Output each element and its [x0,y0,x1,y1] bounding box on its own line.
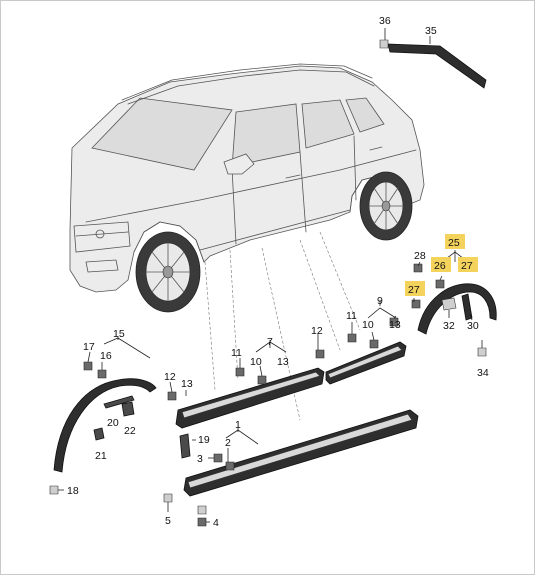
callout-7: 7 [267,336,273,348]
rear-wheel [359,171,413,241]
side-mirror [223,153,255,175]
callout-35: 35 [425,25,437,37]
callout-13: 13 [389,319,401,331]
callout-27: 27 [408,284,420,296]
screw-5 [163,493,173,503]
callout-17: 17 [83,341,95,353]
callout-26: 26 [434,260,446,272]
callout-5: 5 [165,515,171,527]
callout-11: 11 [346,310,357,322]
callout-4: 4 [213,517,219,529]
callout-36: 36 [379,15,391,27]
front-door-moulding [175,349,325,429]
callout-32: 32 [443,320,455,332]
trim-piece-20 [103,395,135,409]
callout-10: 10 [250,356,262,368]
windshield [91,97,233,171]
roof-trim-strip [379,39,487,89]
grille [73,221,131,253]
callout-30: 30 [467,320,479,332]
callout-labels: 36 35 25 28 26 27 27 32 30 34 9 11 10 13… [67,15,489,529]
clip-36 [379,39,389,49]
leader-lines [58,28,473,523]
quarter-window [345,97,385,133]
nut-4 [197,517,207,527]
trim-piece-22 [121,401,135,417]
callout-27: 27 [461,260,473,272]
callout-22: 22 [124,425,136,437]
trim-piece-21 [93,427,105,441]
callout-10: 10 [362,319,374,331]
side-sill-trim [163,409,419,527]
rear-wheel-arch-trim [411,263,497,357]
callout-13: 13 [277,356,289,368]
front-wheel [135,231,201,313]
screw-18 [49,485,59,495]
callout-20: 20 [107,417,119,429]
callout-25: 25 [448,237,460,249]
trim-piece-19 [179,433,191,459]
rear-side-window [301,99,355,149]
callout-16: 16 [100,350,112,362]
callout-3: 3 [197,453,203,465]
callout-12: 12 [164,371,176,383]
callout-9: 9 [377,295,383,307]
callout-15: 15 [113,328,125,340]
clip-32 [441,297,457,311]
callout-21: 21 [95,450,107,462]
callout-13: 13 [181,378,193,390]
callout-1: 1 [235,419,241,431]
roof-rail [121,63,373,101]
front-wheel-arch-trim [49,361,177,495]
screw-34 [477,347,487,357]
rear-door-moulding [325,317,407,385]
vehicle-illustration [69,63,425,313]
callout-34: 34 [477,367,489,379]
callout-19: 19 [198,434,210,446]
callout-18: 18 [67,485,79,497]
callout-28: 28 [414,250,426,262]
callout-2: 2 [225,437,231,449]
callout-11: 11 [231,347,242,359]
callout-12: 12 [311,325,323,337]
highlight-boxes [405,234,478,296]
